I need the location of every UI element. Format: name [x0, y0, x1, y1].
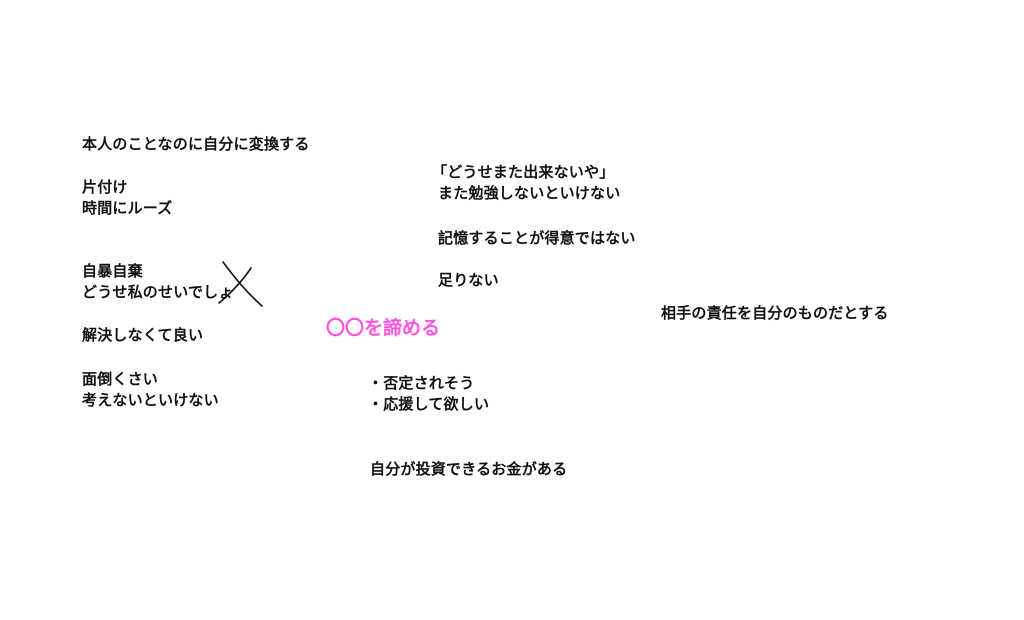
note-bullets: ・否定されそう ・応援して欲しい	[368, 373, 489, 415]
note-line: 「どうせまた出来ないや」	[432, 163, 615, 181]
center-phrase: 〇〇を諦める	[326, 317, 441, 339]
bullet-item: ・否定されそう	[368, 374, 475, 392]
note-bother: 面倒くさい 考えないといけない	[82, 369, 219, 411]
note-line: 解決しなくて良い	[82, 326, 204, 344]
note-line: 片付け	[82, 178, 128, 196]
note-memorize: 記憶することが得意ではない	[438, 228, 636, 249]
note-line: 面倒くさい	[82, 370, 159, 388]
note-tidy-time: 片付け 時間にルーズ	[82, 177, 172, 219]
note-line: 本人のことなのに自分に変換する	[82, 135, 310, 153]
note-line: 足りない	[438, 271, 499, 289]
note-self-convert: 本人のことなのに自分に変換する	[82, 134, 310, 155]
note-line: 自分が投資できるお金がある	[370, 460, 568, 478]
bullet-item: ・応援して欲しい	[368, 395, 490, 413]
note-responsibility: 相手の責任を自分のものだとする	[661, 303, 889, 324]
note-line: 記憶することが得意ではない	[438, 229, 636, 247]
note-money: 自分が投資できるお金がある	[370, 459, 567, 480]
note-line: また勉強しないといけない	[438, 184, 621, 202]
note-line: 相手の責任を自分のものだとする	[661, 304, 889, 322]
note-line: 考えないといけない	[82, 391, 219, 409]
note-self-abandon: 自暴自棄 どうせ私のせいでしょ	[82, 261, 234, 303]
note-not-enough: 足りない	[438, 270, 499, 291]
note-cant-anyway: 「どうせまた出来ないや」 また勉強しないといけない	[432, 162, 620, 204]
note-line: 時間にルーズ	[82, 199, 173, 217]
note-line: 自暴自棄	[82, 262, 143, 280]
note-line: どうせ私のせいでしょ	[82, 283, 234, 301]
note-no-solve: 解決しなくて良い	[82, 325, 203, 346]
